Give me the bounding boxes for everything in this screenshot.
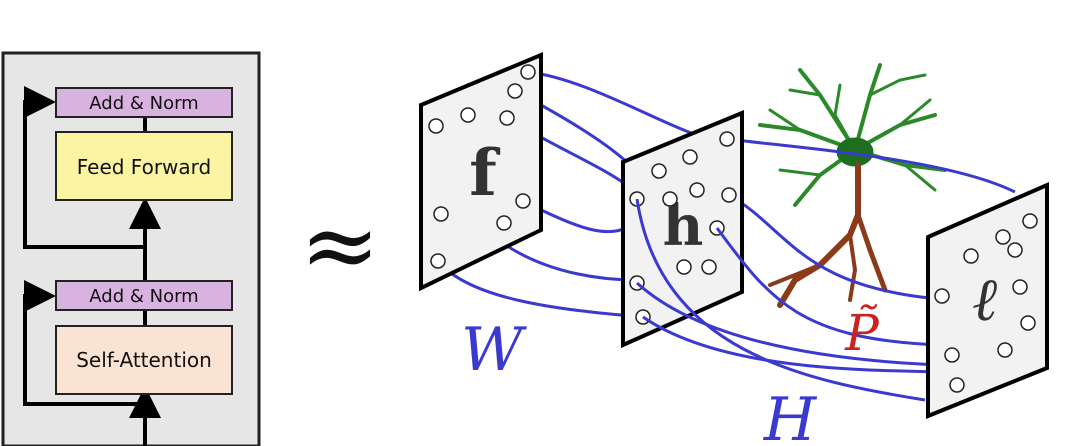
add-norm-bottom-label: Add & Norm bbox=[89, 286, 198, 307]
layer-plane-f: f bbox=[419, 52, 543, 292]
weight-P-tilde-label: P̃ bbox=[844, 303, 880, 362]
layer-l-label: ℓ bbox=[973, 265, 999, 335]
self-attention-box bbox=[55, 325, 233, 395]
layer-l-nodes bbox=[934, 213, 1038, 393]
layer-f-nodes bbox=[428, 64, 536, 269]
feed-forward-box bbox=[55, 131, 233, 201]
feed-forward-label: Feed Forward bbox=[77, 155, 212, 179]
add-norm-top-box bbox=[55, 87, 233, 118]
neuron-illustration bbox=[758, 63, 947, 308]
weight-connections-front bbox=[635, 198, 943, 402]
approx-symbol: ≈ bbox=[300, 189, 380, 301]
weight-W-label: W bbox=[461, 315, 527, 385]
layer-f-label: f bbox=[469, 136, 500, 211]
add-norm-top-label: Add & Norm bbox=[89, 93, 198, 114]
layer-plane-h: h bbox=[621, 110, 744, 349]
add-norm-bottom-box bbox=[55, 280, 233, 311]
self-attention-label: Self-Attention bbox=[76, 348, 212, 372]
weight-H-label: H bbox=[763, 385, 818, 446]
transformer-block: Add & Norm Feed Forward Add & Norm Self-… bbox=[1, 51, 261, 446]
layer-plane-l: ℓ bbox=[926, 181, 1049, 419]
